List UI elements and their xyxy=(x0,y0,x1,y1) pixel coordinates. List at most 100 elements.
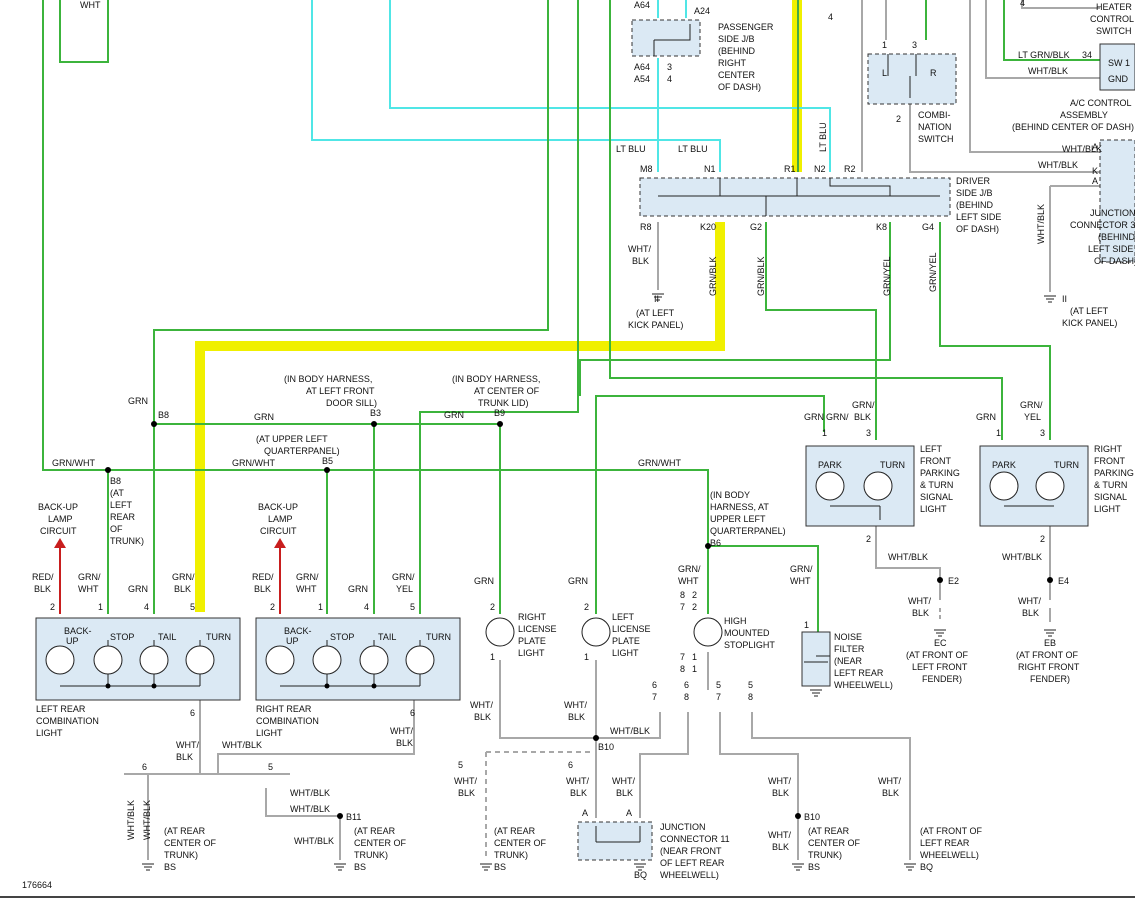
label: WHT/BLK xyxy=(1038,160,1078,170)
label: WHT/BLK xyxy=(142,800,152,840)
label: LIGHT xyxy=(256,728,283,738)
label: R8 xyxy=(640,222,652,232)
label: (BEHIND xyxy=(718,46,756,56)
label: GRN xyxy=(348,584,368,594)
bulb-icon xyxy=(863,471,893,501)
label: 1 xyxy=(692,652,697,662)
label: CIRCUIT xyxy=(260,526,297,536)
label: (AT REAR xyxy=(164,826,206,836)
label: UP xyxy=(66,636,79,646)
arrow-icon xyxy=(54,538,66,548)
label: GRN xyxy=(568,576,588,586)
label: BS xyxy=(354,862,366,872)
label: (AT FRONT OF xyxy=(906,650,969,660)
label: GRN xyxy=(128,584,148,594)
label: R xyxy=(930,68,937,78)
label: PARKING xyxy=(1094,468,1134,478)
label: YEL xyxy=(1024,412,1041,422)
label: OF DASH) xyxy=(1094,256,1135,266)
label: WHT/ xyxy=(454,776,477,786)
label: BACK- xyxy=(284,626,312,636)
label: 4 xyxy=(1020,0,1025,8)
label: COMBINATION xyxy=(36,716,99,726)
label: TURN xyxy=(426,632,451,642)
label: 2 xyxy=(692,590,697,600)
label: BLK xyxy=(34,584,51,594)
label: BLK xyxy=(912,608,929,618)
label: 7 xyxy=(652,692,657,702)
label: OF xyxy=(110,524,123,534)
label: 2 xyxy=(50,602,55,612)
arrow-icon xyxy=(274,538,286,548)
label: TRUNK) xyxy=(164,850,198,860)
label: FRONT xyxy=(920,456,951,466)
label: CENTER OF xyxy=(164,838,217,848)
label: A54 xyxy=(634,74,650,84)
label: 34 xyxy=(1082,50,1092,60)
label: RIGHT xyxy=(518,612,547,622)
ground-icon xyxy=(142,863,154,871)
label: JUNCTION xyxy=(1090,208,1135,218)
label: GRN/WHT xyxy=(232,458,275,468)
ground-icon xyxy=(792,863,804,871)
label: WHT/BLK xyxy=(222,740,262,750)
label: M8 xyxy=(640,164,653,174)
label: GRN xyxy=(444,410,464,420)
label: KICK PANEL) xyxy=(628,320,683,330)
label: 1 xyxy=(804,620,809,630)
splice-b11 xyxy=(337,813,343,819)
label: L xyxy=(882,68,887,78)
label: (AT REAR xyxy=(354,826,396,836)
splice-b10b xyxy=(795,813,801,819)
label: WHT/ xyxy=(612,776,635,786)
label: LIGHT xyxy=(1094,504,1121,514)
label: WHEELWELL) xyxy=(660,870,719,880)
label: BQ xyxy=(634,870,647,880)
label: DRIVER xyxy=(956,176,991,186)
label: LEFT xyxy=(920,444,943,454)
label: B8 xyxy=(158,410,169,420)
bulb-icon xyxy=(312,645,342,675)
label: A xyxy=(1092,142,1098,152)
label: 1 xyxy=(882,40,887,50)
label: 6 xyxy=(190,708,195,718)
label: STOPLIGHT xyxy=(724,640,775,650)
label: MOUNTED xyxy=(724,628,770,638)
label: RIGHT xyxy=(718,58,747,68)
label: A64 xyxy=(634,0,650,10)
label: BLK xyxy=(772,842,789,852)
label: WHT/BLK xyxy=(1002,552,1042,562)
label: B9 xyxy=(494,408,505,418)
label: BLK xyxy=(854,412,871,422)
label: 2 xyxy=(1040,534,1045,544)
label: 4 xyxy=(364,602,369,612)
label: LEFT xyxy=(110,500,133,510)
label: GRN xyxy=(128,396,148,406)
label: 2 xyxy=(692,602,697,612)
label: WHT/ xyxy=(566,776,589,786)
label: RED/ xyxy=(252,572,274,582)
label: GRN/WHT xyxy=(638,458,681,468)
label: TRUNK) xyxy=(808,850,842,860)
label: 2 xyxy=(896,114,901,124)
label: JUNCTION xyxy=(660,822,706,832)
junction-connector-3 xyxy=(1099,139,1135,263)
ground-icon xyxy=(334,863,346,871)
label: E2 xyxy=(948,576,959,586)
splice xyxy=(151,683,157,689)
label: WHT/BLK xyxy=(1036,204,1046,244)
label: LT GRN/BLK xyxy=(1018,50,1070,60)
label: BS xyxy=(808,862,820,872)
label: LICENSE xyxy=(518,624,557,634)
splice-b3 xyxy=(371,421,377,427)
label: GRN/ xyxy=(852,400,875,410)
label: TURN xyxy=(1054,460,1079,470)
label: GRN xyxy=(254,412,274,422)
label: WHT/BLK xyxy=(290,804,330,814)
splice-b5 xyxy=(324,467,330,473)
ac-control-assembly xyxy=(1099,43,1135,91)
label: LEFT xyxy=(612,612,635,622)
label: REAR xyxy=(110,512,136,522)
label: 6 xyxy=(652,680,657,690)
label: LEFT REAR xyxy=(834,668,884,678)
